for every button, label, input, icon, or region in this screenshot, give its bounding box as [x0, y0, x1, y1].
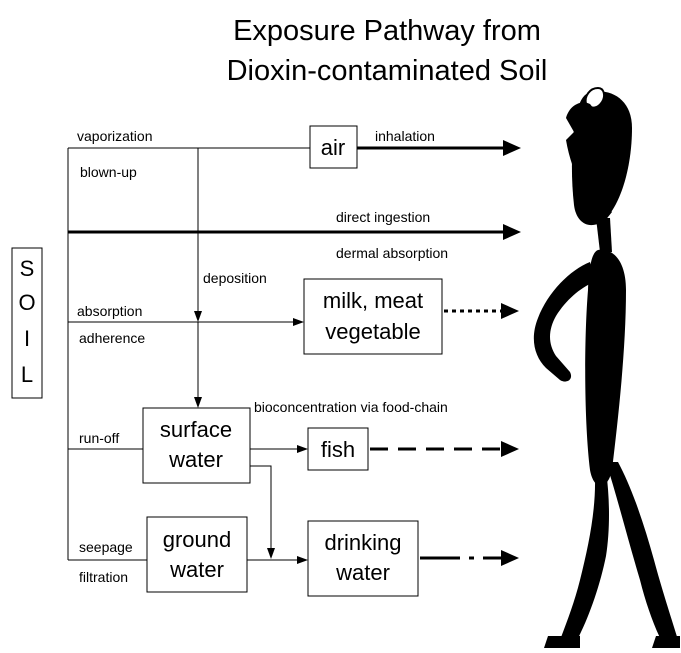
- milk-meat-label: milk, meat: [323, 288, 423, 313]
- drinking-dashdot-arrowhead: [501, 550, 519, 566]
- soil-letter-s: S: [20, 256, 35, 281]
- label-vaporization: vaporization: [77, 128, 153, 144]
- ground-water-label-2: water: [169, 557, 224, 582]
- milk-meat-vegetable-box: [303, 278, 443, 355]
- title-line-1: Exposure Pathway from: [233, 15, 541, 47]
- label-bioconcentration: bioconcentration via food-chain: [254, 399, 448, 415]
- fish-box-label: fish: [321, 437, 355, 462]
- milk-dotted-arrowhead: [501, 303, 519, 319]
- surface-water-label-2: water: [168, 447, 223, 472]
- surface-water-label-1: surface: [160, 417, 232, 442]
- label-run-off: run-off: [79, 430, 119, 446]
- human-silhouette-icon: [533, 86, 680, 648]
- label-direct-ingestion: direct ingestion: [336, 209, 430, 225]
- surface-to-fish-arrowhead: [297, 445, 308, 453]
- direct-ingestion-arrowhead: [503, 224, 521, 240]
- ground-water-box: [146, 516, 248, 593]
- drinking-water-box: [307, 520, 419, 597]
- label-deposition: deposition: [203, 270, 267, 286]
- inhalation-arrowhead: [503, 140, 521, 156]
- absorption-arrowhead: [293, 318, 304, 326]
- soil-letter-l: L: [21, 362, 33, 387]
- title-line-2: Dioxin-contaminated Soil: [227, 55, 548, 87]
- label-filtration: filtration: [79, 569, 128, 585]
- soil-letter-o: O: [18, 290, 35, 315]
- surface-water-box: [142, 407, 251, 484]
- ground-to-drinking-arrowhead: [297, 556, 308, 564]
- drinking-water-label-2: water: [335, 560, 390, 585]
- soil-letter-i: I: [24, 326, 30, 351]
- fish-box: [307, 427, 369, 471]
- label-seepage: seepage: [79, 539, 133, 555]
- ground-water-label-1: ground: [163, 527, 232, 552]
- surface-to-junction-arrowhead: [267, 548, 275, 559]
- label-absorption: absorption: [77, 303, 142, 319]
- air-box: [309, 125, 358, 169]
- fish-dashed-arrowhead: [501, 441, 519, 457]
- label-dermal-absorption: dermal absorption: [336, 245, 448, 261]
- air-box-label: air: [321, 135, 345, 160]
- label-adherence: adherence: [79, 330, 145, 346]
- deposition-arrowhead-2: [194, 397, 202, 408]
- vegetable-label: vegetable: [325, 319, 420, 344]
- soil-box: [11, 247, 43, 399]
- drinking-water-label-1: drinking: [324, 530, 401, 555]
- label-blown-up: blown-up: [80, 164, 137, 180]
- surface-to-junction-line: [250, 465, 272, 552]
- label-inhalation: inhalation: [375, 128, 435, 144]
- deposition-arrowhead-1: [194, 311, 202, 322]
